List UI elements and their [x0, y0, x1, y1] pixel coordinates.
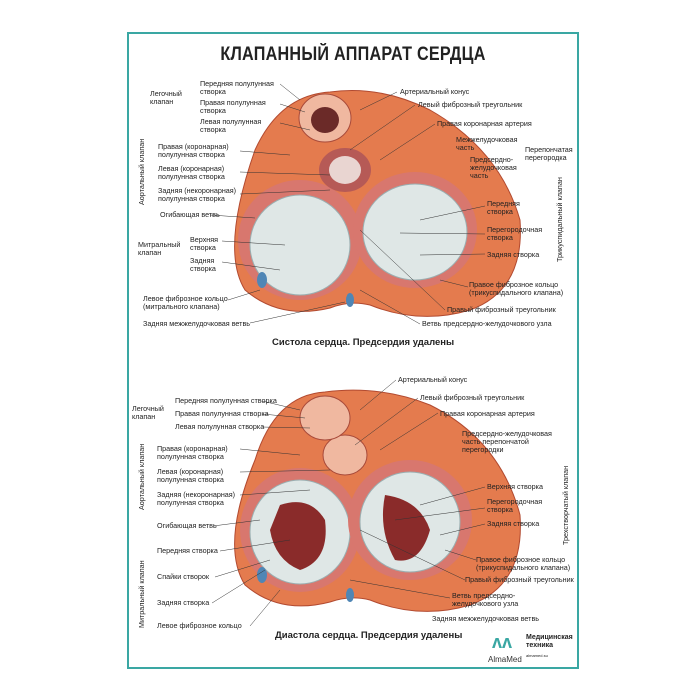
label-interventricular-part: Межжелудочковая часть — [456, 135, 518, 152]
tricuspid-valve-label: Трикуспидальный клапан — [555, 177, 564, 262]
pulmonary-valve-label: Легочный клапан — [150, 89, 182, 106]
logo-text: Медицинская техника — [526, 634, 573, 649]
d-label-circumflex: Огибающая ветвь — [157, 521, 217, 530]
d-label-commissures: Спайки створок — [157, 572, 210, 581]
d-label-left-fibrous-ring: Левое фиброзное кольцо — [157, 621, 242, 630]
logo-mark-icon: ʌʌ — [492, 632, 513, 652]
diastole-caption: Диастола сердца. Предсердия удалены — [275, 630, 463, 641]
label-left-fibrous-ring: Левое фиброзное кольцо (митрального клап… — [143, 294, 228, 311]
systole-heart — [234, 90, 521, 317]
label-av-part: Предсердно-желудочковая часть — [470, 155, 517, 180]
d-label-upper-tricuspid: Верхняя створка — [487, 482, 543, 491]
d-label-septal-tricuspid: Перегородочная створка — [487, 497, 543, 514]
d-label-left-trigone: Левый фиброзный треугольник — [420, 393, 525, 402]
d-label-membranous-av-part: Предсердно-желудочковая часть перепончат… — [462, 429, 552, 454]
label-anterior-tricuspid: Передняя створка — [487, 199, 520, 216]
label-left-semilunar: Левая полулунная створка — [200, 117, 262, 134]
logo-site: almamed.su — [526, 653, 548, 658]
diastole-heart — [234, 389, 521, 612]
d-label-noncoronary-cusp: Задняя (некоронарная) полулунная створка — [157, 490, 236, 507]
label-right-coronary-artery: Правая коронарная артерия — [437, 119, 532, 128]
leader-lines — [209, 83, 486, 627]
d-label-right-coronary-artery: Правая коронарная артерия — [440, 409, 535, 418]
membranous-septum-label: Перепончатая перегородка — [525, 145, 573, 162]
label-posterior-leaflet: Задняя створка — [190, 256, 216, 273]
label-right-semilunar: Правая полулунная створка — [200, 98, 266, 115]
label-arterial-cone: Артериальный конус — [400, 87, 470, 96]
d-mitral-valve-label: Митральный клапан — [137, 560, 146, 628]
mitral-valve-label: Митральный клапан — [138, 240, 181, 257]
d-label-right-fibrous-ring: Правое фиброзное кольцо (трикуспидальног… — [476, 555, 571, 572]
d-label-posterior-tricuspid: Задняя створка — [487, 519, 540, 528]
label-noncoronary-cusp: Задняя (некоронарная) полулунная створка — [158, 186, 237, 203]
label-circumflex: Огибающая ветвь — [160, 210, 220, 219]
label-upper-leaflet: Верхняя створка — [190, 235, 219, 252]
label-septal-tricuspid: Перегородочная створка — [487, 225, 543, 242]
d-pulmonary-valve-label: Легочный клапан — [132, 404, 164, 421]
label-right-trigone: Правый фиброзный треугольник — [447, 305, 556, 314]
label-posterior-interventricular: Задняя межжелудочковая ветвь — [143, 319, 251, 328]
systole-caption: Систола сердца. Предсердия удалены — [272, 337, 455, 348]
d-label-left-coronary-cusp: Левая (коронарная) полулунная створка — [157, 467, 224, 484]
d-label-anterior-semilunar: Передняя полулунная створка — [175, 396, 277, 405]
d-label-right-semilunar: Правая полулунная створка — [175, 409, 269, 418]
d-label-left-semilunar: Левая полулунная створка — [175, 422, 265, 431]
logo-brand: AlmaMed — [488, 655, 522, 664]
d-label-posterior-leaflet: Задняя створка — [157, 598, 210, 607]
aortic-valve-label: Аортальный клапан — [137, 138, 146, 205]
label-left-trigone: Левый фиброзный треугольник — [418, 100, 523, 109]
label-right-fibrous-ring: Правое фиброзное кольцо (трикуспидальног… — [469, 280, 564, 297]
d-label-right-trigone: Правый фиброзный треугольник — [465, 575, 574, 584]
d-label-av-node-branch: Ветвь предсердно-желудочкового узла — [452, 591, 519, 608]
d-label-arterial-cone: Артериальный конус — [398, 375, 468, 384]
almamed-logo: ʌʌ AlmaMed Медицинская техника almamed.s… — [488, 632, 576, 667]
poster-title: КЛАПАННЫЙ АППАРАТ СЕРДЦА — [220, 44, 486, 65]
label-left-coronary-cusp: Левая (коронарная) полулунная створка — [158, 164, 225, 181]
d-aortic-valve-label: Аортальный клапан — [137, 443, 146, 510]
label-right-coronary-cusp: Правая (коронарная) полулунная створка — [158, 142, 229, 159]
d-label-posterior-interventricular: Задняя межжелудочковая ветвь — [432, 614, 540, 623]
label-av-node-branch: Ветвь предсердно-желудочкового узла — [422, 319, 552, 328]
label-posterior-tricuspid: Задняя створка — [487, 250, 540, 259]
d-tricuspid-valve-label: Трехстворчатый клапан — [561, 465, 570, 545]
d-label-anterior-leaflet: Передняя створка — [157, 546, 218, 555]
label-anterior-semilunar: Передняя полулунная створка — [200, 79, 274, 96]
d-label-right-coronary-cusp: Правая (коронарная) полулунная створка — [157, 444, 228, 461]
